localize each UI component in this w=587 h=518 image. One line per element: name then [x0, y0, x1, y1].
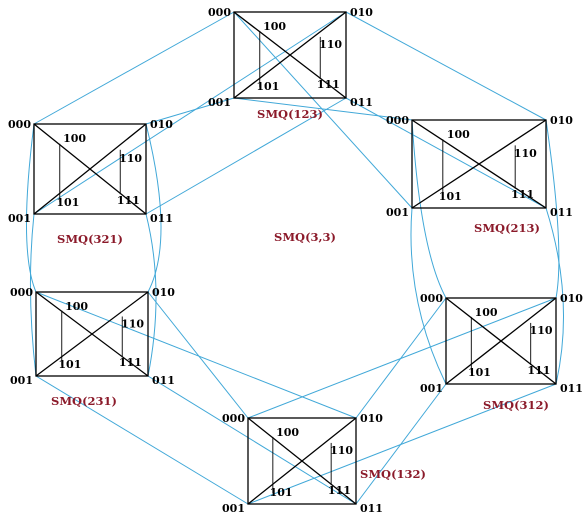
link-line-0	[33, 11, 235, 125]
vertex-label-110: 110	[530, 324, 553, 337]
vertex-label-000: 000	[8, 118, 31, 131]
vertex-label-100: 100	[63, 132, 86, 145]
vertex-label-100: 100	[65, 300, 88, 313]
cube-label: SMQ(321)	[57, 232, 123, 246]
link-line-21	[29, 213, 37, 377]
vertex-label-011: 011	[560, 382, 583, 395]
vertex-label-111: 111	[527, 364, 550, 377]
vertex-label-000: 000	[386, 114, 409, 127]
cube-outer-square	[33, 123, 147, 215]
cube-diagonal	[445, 297, 557, 385]
vertex-label-111: 111	[119, 356, 142, 369]
vertex-label-100: 100	[475, 306, 498, 319]
vertex-label-111: 111	[317, 78, 340, 91]
vertex-label-000: 000	[420, 292, 443, 305]
center-label: SMQ(3,3)	[274, 230, 336, 244]
cube-label: SMQ(213)	[474, 221, 540, 235]
vertex-label-011: 011	[350, 96, 373, 109]
link-line-18	[35, 291, 357, 419]
inter-cube-links	[26, 11, 564, 505]
cube-outer-square	[35, 291, 149, 377]
link-line-10	[411, 119, 447, 299]
cube-diagonal	[233, 11, 347, 99]
link-line-20	[26, 123, 37, 293]
vertex-label-011: 011	[360, 502, 383, 515]
vertex-label-011: 011	[150, 212, 173, 225]
link-line-6	[233, 97, 413, 121]
cube-outer-square	[233, 11, 347, 99]
vertex-label-110: 110	[119, 152, 142, 165]
vertex-label-010: 010	[350, 6, 373, 19]
cube-outer-square	[247, 417, 357, 505]
link-line-23	[145, 213, 157, 377]
link-line-16	[147, 291, 249, 419]
cubes: 000100010110001101011111SMQ(123)00010001…	[8, 6, 583, 515]
link-line-9	[545, 207, 564, 385]
vertex-label-100: 100	[263, 20, 286, 33]
vertex-label-010: 010	[550, 114, 573, 127]
cube-diagonal	[247, 417, 357, 505]
cube-diagonal	[411, 119, 547, 209]
cube-smq-4: 000 100 010 110 001 101 011 111 SMQ(132)	[222, 412, 426, 515]
link-line-4	[145, 97, 347, 215]
vertex-label-001: 001	[420, 382, 443, 395]
link-line-5	[33, 11, 347, 215]
link-line-15	[247, 297, 557, 419]
vertex-label-101: 101	[439, 190, 462, 203]
link-line-17	[35, 375, 249, 505]
vertex-label-010: 010	[360, 412, 383, 425]
cube-diagonal	[33, 123, 147, 215]
cube-outer-square	[445, 297, 557, 385]
vertex-label-010: 010	[150, 118, 173, 131]
link-line-2	[345, 11, 547, 121]
vertex-label-010: 010	[560, 292, 583, 305]
vertex-label-010: 010	[152, 286, 175, 299]
vertex-label-101: 101	[56, 196, 79, 209]
vertex-label-001: 001	[208, 96, 231, 109]
vertex-label-100: 100	[447, 128, 470, 141]
vertex-label-001: 001	[8, 212, 31, 225]
cube-label: SMQ(312)	[483, 398, 549, 412]
vertex-label-001: 001	[222, 502, 245, 515]
vertex-label-001: 001	[386, 206, 409, 219]
vertex-label-111: 111	[117, 194, 140, 207]
vertex-label-111: 111	[511, 188, 534, 201]
vertex-label-000: 000	[10, 286, 33, 299]
link-line-11	[545, 119, 560, 299]
vertex-label-110: 110	[514, 147, 537, 160]
cube-label: SMQ(123)	[257, 107, 323, 121]
cube-diagonal	[35, 291, 149, 377]
vertex-label-100: 100	[276, 426, 299, 439]
vertex-label-011: 011	[550, 206, 573, 219]
link-line-1	[145, 97, 235, 125]
vertex-label-101: 101	[468, 366, 491, 379]
link-line-7	[233, 11, 413, 209]
cube-label: SMQ(132)	[360, 467, 426, 481]
link-line-8	[410, 207, 447, 385]
vertex-label-000: 000	[222, 412, 245, 425]
vertex-label-101: 101	[270, 486, 293, 499]
vertex-label-000: 000	[208, 6, 231, 19]
vertex-label-101: 101	[256, 80, 279, 93]
vertex-label-110: 110	[330, 444, 353, 457]
vertex-label-001: 001	[10, 374, 33, 387]
link-line-22	[145, 123, 162, 293]
vertex-label-110: 110	[319, 38, 342, 51]
cube-outer-square	[411, 119, 547, 209]
link-line-14	[247, 383, 557, 505]
cube-label: SMQ(231)	[51, 394, 117, 408]
vertex-label-111: 111	[328, 484, 351, 497]
link-line-19	[147, 375, 357, 505]
vertex-label-101: 101	[58, 358, 81, 371]
vertex-label-011: 011	[152, 374, 175, 387]
vertex-label-110: 110	[121, 317, 144, 330]
